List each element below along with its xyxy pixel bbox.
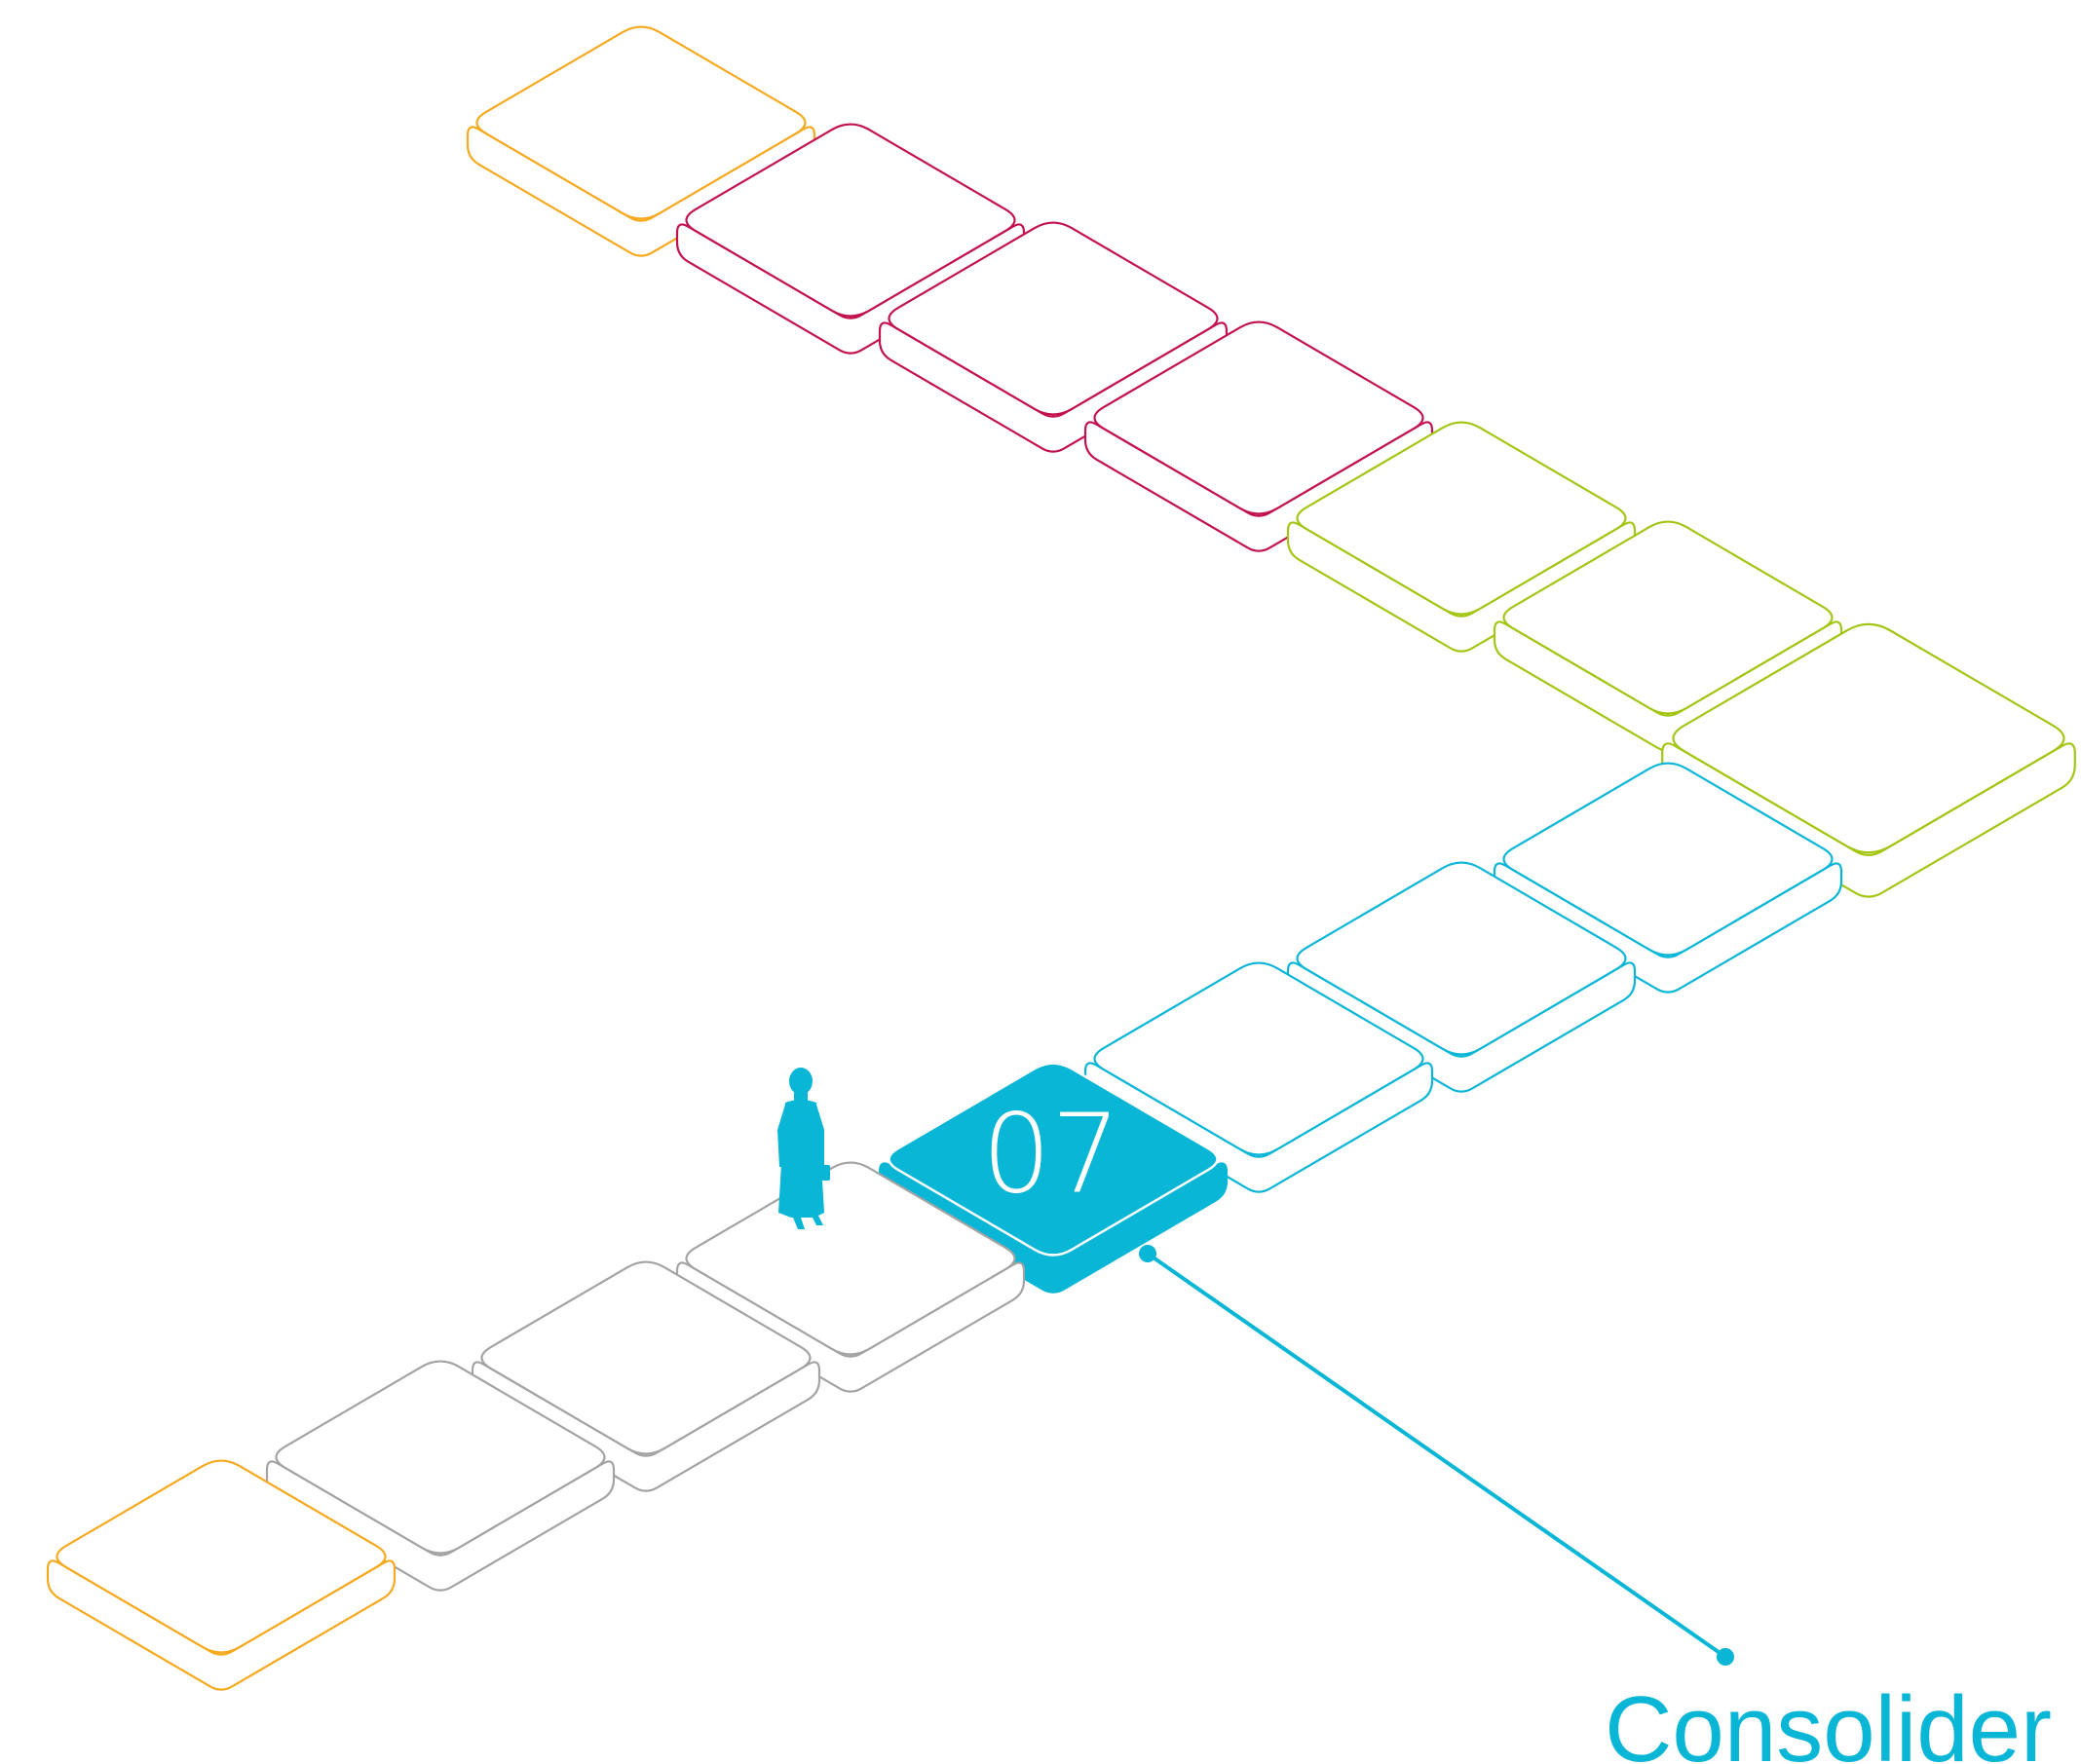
block-top [475, 25, 807, 220]
blocks-layer: 07 [46, 25, 2076, 1691]
block-step-11: 07 [878, 1062, 1229, 1294]
block-top [56, 1459, 387, 1654]
block-top [685, 123, 1016, 318]
active-step-number: 07 [982, 1091, 1121, 1218]
callout-label: Consolider [1605, 1677, 2052, 1764]
block-top [1296, 421, 1627, 616]
block-step-15 [46, 1459, 397, 1691]
callout-connector [1139, 1245, 1734, 1666]
block-top [1093, 961, 1424, 1156]
block-top [1093, 320, 1424, 515]
block-top [1296, 861, 1627, 1056]
block-top [480, 1260, 812, 1455]
block-top [888, 1062, 1219, 1257]
block-top [685, 1161, 1016, 1356]
walking-person-icon [777, 1068, 830, 1229]
callout-dot-start [1139, 1245, 1156, 1262]
block-top [1502, 762, 1834, 957]
block-top [888, 221, 1219, 416]
block-top [275, 1360, 606, 1555]
block-top [1502, 520, 1834, 715]
block-top [1672, 622, 2065, 854]
callout-dot-end [1717, 1648, 1734, 1666]
callout-line [1146, 1252, 1727, 1659]
